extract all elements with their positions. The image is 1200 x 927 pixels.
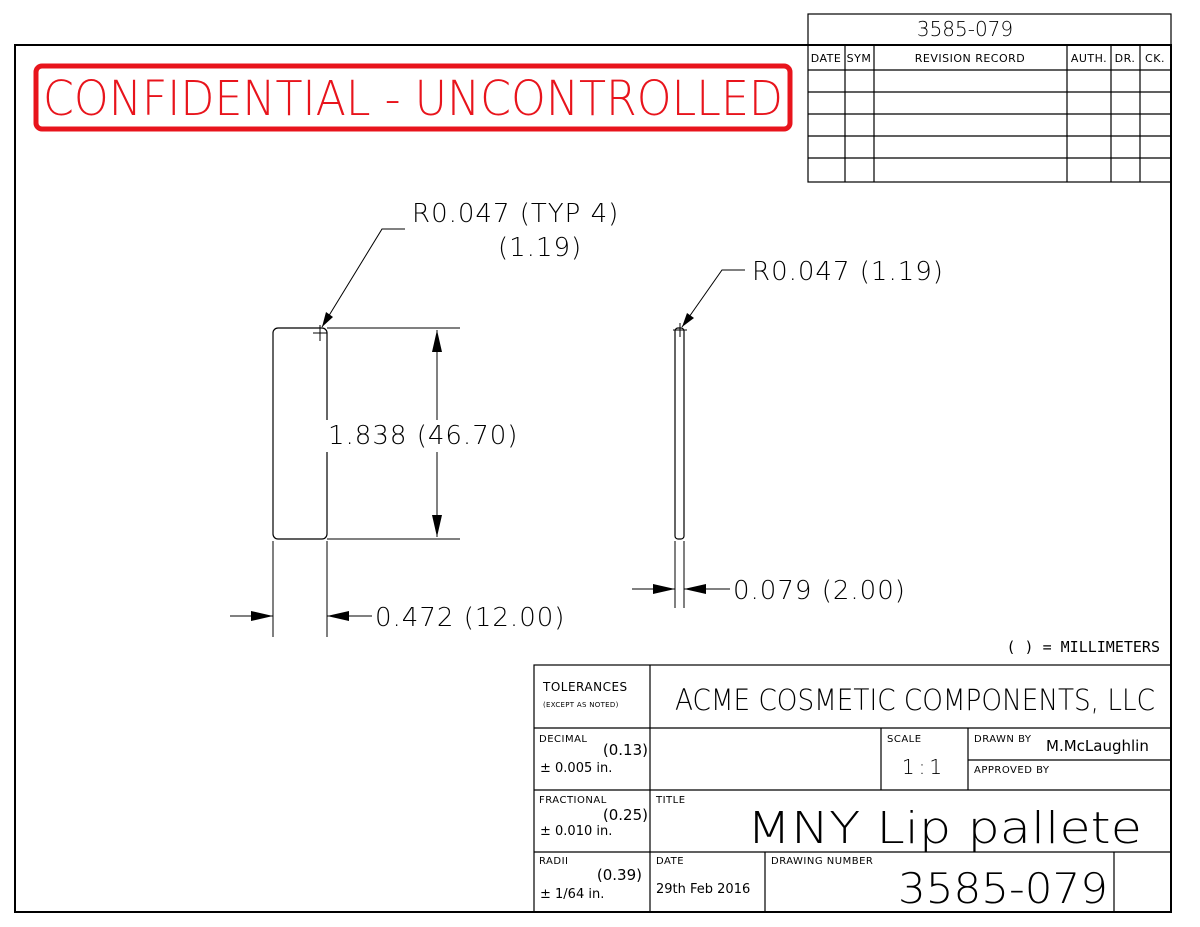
date-value: 29th Feb 2016 bbox=[656, 882, 750, 897]
stamp-text: CONFIDENTIAL - UNCONTROLLED bbox=[43, 71, 783, 127]
pallet-side-outline bbox=[674, 327, 685, 540]
title-block: TOLERANCES (EXCEPT AS NOTED) ACME COSMET… bbox=[533, 664, 1172, 913]
company-name: ACME COSMETIC COMPONENTS, LLC bbox=[675, 683, 1155, 717]
dim-radius-single: R0.047 (1.19) bbox=[752, 257, 944, 287]
drawn-by-label: DRAWN BY bbox=[974, 734, 1032, 745]
rev-col-dr: DR. bbox=[1115, 52, 1136, 65]
fractional-value: ± 0.010 in. bbox=[540, 824, 612, 839]
tolerances-sub: (EXCEPT AS NOTED) bbox=[543, 701, 619, 709]
decimal-value: ± 0.005 in. bbox=[540, 761, 612, 776]
rev-col-sym: SYM bbox=[847, 52, 872, 65]
revision-doc-number: 3585-079 bbox=[917, 17, 1013, 41]
decimal-mm: (0.13) bbox=[603, 741, 648, 759]
decimal-label: DECIMAL bbox=[539, 734, 588, 745]
front-view: R0.047 (TYP 4) (1.19) 1.838 (46.70) 0.47… bbox=[230, 199, 619, 637]
drawn-by-value: M.McLaughlin bbox=[1046, 737, 1149, 755]
revision-block: 3585-079 DATE SYM REVISION RECORD AUTH. … bbox=[807, 13, 1172, 183]
radii-label: RADII bbox=[539, 856, 568, 867]
fractional-mm: (0.25) bbox=[603, 806, 648, 824]
drawing-number-value: 3585-079 bbox=[898, 864, 1108, 913]
dim-radius-typ-mm: (1.19) bbox=[498, 233, 582, 263]
title-value: MNY Lip pallete bbox=[747, 803, 1142, 854]
rev-col-record: REVISION RECORD bbox=[915, 52, 1026, 65]
side-view: R0.047 (1.19) 0.079 (2.00) bbox=[632, 257, 944, 608]
dim-thickness: 0.079 (2.00) bbox=[733, 576, 906, 606]
radii-value: ± 1/64 in. bbox=[540, 887, 604, 902]
dim-width: 0.472 (12.00) bbox=[375, 603, 565, 633]
confidential-stamp: CONFIDENTIAL - UNCONTROLLED bbox=[33, 63, 793, 132]
scale-label: SCALE bbox=[887, 734, 922, 745]
drawing-number-label: DRAWING NUMBER bbox=[771, 856, 873, 867]
approved-by-label: APPROVED BY bbox=[974, 765, 1050, 776]
fractional-label: FRACTIONAL bbox=[539, 795, 607, 806]
rev-col-ck: CK. bbox=[1145, 52, 1165, 65]
sheet-border bbox=[14, 44, 1172, 913]
pallet-front-outline bbox=[272, 327, 328, 540]
title-label: TITLE bbox=[655, 795, 686, 806]
dim-radius-typ: R0.047 (TYP 4) bbox=[412, 199, 619, 229]
tolerances-label: TOLERANCES bbox=[542, 680, 628, 694]
rev-col-date: DATE bbox=[811, 52, 842, 65]
dim-height: 1.838 (46.70) bbox=[328, 421, 518, 451]
scale-value: 1:1 bbox=[902, 755, 946, 779]
rev-col-auth: AUTH. bbox=[1071, 52, 1107, 65]
units-note: ( ) = MILLIMETERS bbox=[1006, 638, 1160, 656]
date-label: DATE bbox=[656, 856, 684, 867]
radii-mm: (0.39) bbox=[597, 866, 642, 884]
